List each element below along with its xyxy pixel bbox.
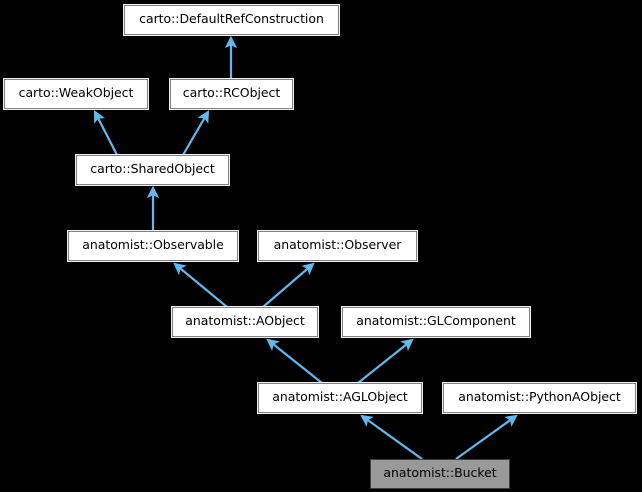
class-node-observer[interactable]: anatomist::Observer <box>258 231 417 261</box>
class-node-defaultrefconstruction[interactable]: carto::DefaultRefConstruction <box>124 5 339 35</box>
inheritance-edge-bucket-to-pythonaobject <box>455 414 518 460</box>
class-node-label: anatomist::Observable <box>82 237 224 253</box>
inheritance-edge-aglobject-to-aobject <box>266 338 323 384</box>
class-node-sharedobject[interactable]: carto::SharedObject <box>76 155 229 185</box>
class-node-label: carto::DefaultRefConstruction <box>139 11 324 27</box>
class-node-label: anatomist::PythonAObject <box>458 389 621 405</box>
inheritance-edge-sharedobject-to-weakobject <box>93 110 118 156</box>
class-node-label: carto::RCObject <box>182 85 281 101</box>
class-node-label: anatomist::Observer <box>273 237 402 253</box>
class-node-aglobject[interactable]: anatomist::AGLObject <box>258 383 422 413</box>
class-node-label: carto::SharedObject <box>90 161 215 177</box>
class-node-label: carto::WeakObject <box>18 85 134 101</box>
inheritance-edge-aobject-to-observable <box>173 262 228 308</box>
inheritance-edge-bucket-to-aglobject <box>360 414 423 460</box>
inheritance-edge-aglobject-to-glcomponent <box>357 338 414 384</box>
class-node-bucket[interactable]: anatomist::Bucket <box>370 459 510 489</box>
class-node-label: anatomist::AObject <box>185 313 305 329</box>
class-node-weakobject[interactable]: carto::WeakObject <box>4 79 148 109</box>
inheritance-edge-sharedobject-to-rcobject <box>182 110 210 156</box>
class-node-label: anatomist::GLComponent <box>356 313 516 329</box>
class-node-glcomponent[interactable]: anatomist::GLComponent <box>342 307 530 337</box>
class-node-label: anatomist::Bucket <box>383 465 497 481</box>
class-node-observable[interactable]: anatomist::Observable <box>68 231 238 261</box>
class-node-rcobject[interactable]: carto::RCObject <box>170 79 293 109</box>
class-node-label: anatomist::AGLObject <box>272 389 408 405</box>
class-node-pythonaobject[interactable]: anatomist::PythonAObject <box>443 383 636 413</box>
inheritance-edge-aobject-to-observer <box>262 262 315 308</box>
class-node-aobject[interactable]: anatomist::AObject <box>172 307 318 337</box>
